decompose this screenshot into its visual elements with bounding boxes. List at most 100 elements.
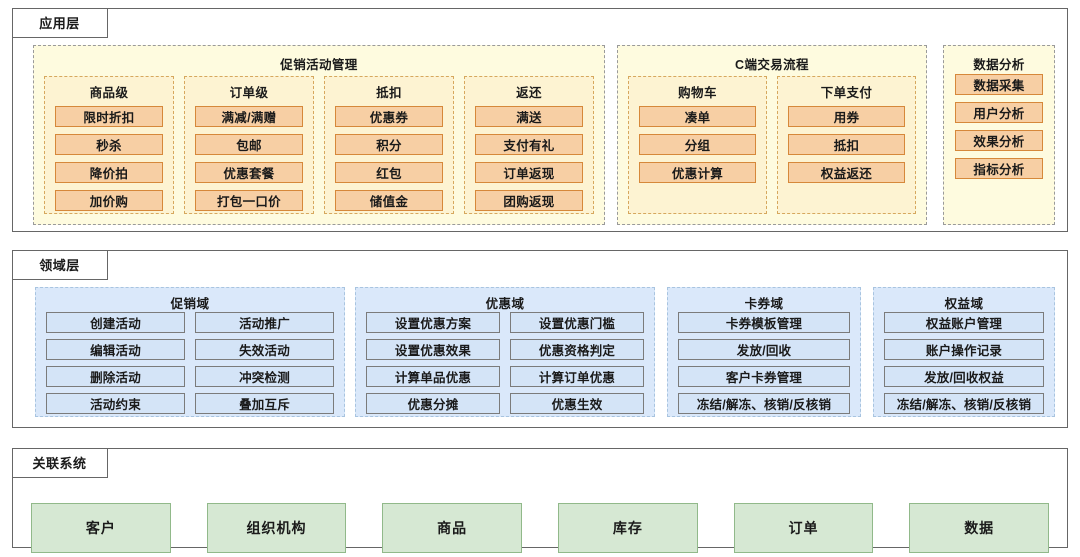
panel-title: 促销域 (170, 297, 210, 311)
related-system-chip[interactable]: 库存 (558, 503, 698, 553)
capability-chip[interactable]: 创建活动 (46, 312, 185, 333)
related-system-chip[interactable]: 数据 (909, 503, 1050, 553)
capability-chip[interactable]: 设置优惠效果 (366, 339, 500, 360)
capability-column: 权益账户管理 账户操作记录 发放/回收权益 冻结/解冻、核销/反核销 (884, 312, 1044, 414)
capability-column: 活动推广 失效活动 冲突检测 叠加互斥 (195, 312, 334, 414)
panel-promotion-domain: 促销域 创建活动 编辑活动 删除活动 活动约束 活动推广 失效活动 冲突检测 叠… (35, 287, 345, 417)
feature-chip[interactable]: 加价购 (55, 190, 163, 211)
panel-benefit-domain: 权益域 权益账户管理 账户操作记录 发放/回收权益 冻结/解冻、核销/反核销 (873, 287, 1055, 417)
panel-consumer-transaction-flow: C端交易流程 购物车 凑单 分组 优惠计算 下单支付 用券 抵扣 权益返还 (617, 45, 927, 225)
subgroup-rebate: 返还 满送 支付有礼 订单返现 团购返现 (464, 76, 594, 214)
capability-chip[interactable]: 计算单品优惠 (366, 366, 500, 387)
subgroup-product-level: 商品级 限时折扣 秒杀 降价拍 加价购 (44, 76, 174, 214)
panel-title: 优惠域 (485, 297, 525, 311)
capability-column: 卡券模板管理 发放/回收 客户卡券管理 冻结/解冻、核销/反核销 (678, 312, 850, 414)
panel-groups: 商品级 限时折扣 秒杀 降价拍 加价购 订单级 满减/满赠 包邮 优惠套餐 打包… (34, 76, 604, 224)
layer-application: 应用层 促销活动管理 商品级 限时折扣 秒杀 降价拍 加价购 订单级 满减/满赠 (11, 7, 1068, 232)
subgroup-title: 购物车 (678, 86, 717, 100)
panel-capabilities: 创建活动 编辑活动 删除活动 活动约束 活动推广 失效活动 冲突检测 叠加互斥 (36, 312, 344, 416)
feature-chip[interactable]: 团购返现 (475, 190, 583, 211)
panel-data-analysis: 数据分析 数据采集 用户分析 效果分析 指标分析 (943, 45, 1055, 225)
feature-chip[interactable]: 积分 (335, 134, 443, 155)
feature-chip[interactable]: 优惠套餐 (195, 162, 303, 183)
capability-column: 设置优惠方案 设置优惠效果 计算单品优惠 优惠分摊 (366, 312, 500, 414)
feature-chip[interactable]: 用券 (788, 106, 905, 127)
capability-chip[interactable]: 叠加互斥 (195, 393, 334, 414)
feature-chip[interactable]: 秒杀 (55, 134, 163, 155)
capability-chip[interactable]: 设置优惠门槛 (510, 312, 644, 333)
capability-chip[interactable]: 优惠生效 (510, 393, 644, 414)
capability-chip[interactable]: 发放/回收权益 (884, 366, 1044, 387)
capability-chip[interactable]: 冻结/解冻、核销/反核销 (678, 393, 850, 414)
capability-chip[interactable]: 优惠资格判定 (510, 339, 644, 360)
feature-chip[interactable]: 分组 (639, 134, 756, 155)
capability-chip[interactable]: 账户操作记录 (884, 339, 1044, 360)
capability-chip[interactable]: 活动推广 (195, 312, 334, 333)
panel-items: 数据采集 用户分析 效果分析 指标分析 (944, 74, 1054, 224)
related-system-chip[interactable]: 订单 (733, 503, 874, 553)
feature-chip[interactable]: 包邮 (195, 134, 303, 155)
feature-chip[interactable]: 优惠券 (335, 106, 443, 127)
capability-chip[interactable]: 失效活动 (195, 339, 334, 360)
feature-chip[interactable]: 优惠计算 (639, 162, 756, 183)
feature-chip[interactable]: 效果分析 (955, 130, 1043, 151)
capability-chip[interactable]: 设置优惠方案 (366, 312, 500, 333)
panel-title: 数据分析 (973, 58, 1025, 72)
feature-chip[interactable]: 指标分析 (955, 158, 1043, 179)
capability-chip[interactable]: 客户卡券管理 (678, 366, 850, 387)
capability-chip[interactable]: 计算订单优惠 (510, 366, 644, 387)
panel-discount-domain: 优惠域 设置优惠方案 设置优惠效果 计算单品优惠 优惠分摊 设置优惠门槛 优惠资… (355, 287, 655, 417)
panel-capabilities: 卡券模板管理 发放/回收 客户卡券管理 冻结/解冻、核销/反核销 (668, 312, 860, 416)
panel-card-coupon-domain: 卡券域 卡券模板管理 发放/回收 客户卡券管理 冻结/解冻、核销/反核销 (667, 287, 861, 417)
feature-chip[interactable]: 抵扣 (788, 134, 905, 155)
feature-chip[interactable]: 降价拍 (55, 162, 163, 183)
subgroup-title: 下单支付 (820, 86, 873, 100)
capability-chip[interactable]: 删除活动 (46, 366, 185, 387)
panel-capabilities: 权益账户管理 账户操作记录 发放/回收权益 冻结/解冻、核销/反核销 (874, 312, 1054, 416)
panel-capabilities: 设置优惠方案 设置优惠效果 计算单品优惠 优惠分摊 设置优惠门槛 优惠资格判定 … (356, 312, 654, 416)
related-system-chip[interactable]: 商品 (382, 503, 523, 553)
layer-application-body: 促销活动管理 商品级 限时折扣 秒杀 降价拍 加价购 订单级 满减/满赠 包邮 … (13, 39, 1067, 231)
panel-title: 促销活动管理 (280, 58, 358, 72)
capability-chip[interactable]: 卡券模板管理 (678, 312, 850, 333)
feature-chip[interactable]: 满减/满赠 (195, 106, 303, 127)
layer-domain-body: 促销域 创建活动 编辑活动 删除活动 活动约束 活动推广 失效活动 冲突检测 叠… (13, 281, 1067, 427)
layer-application-label: 应用层 (11, 7, 108, 38)
feature-chip[interactable]: 限时折扣 (55, 106, 163, 127)
capability-chip[interactable]: 冲突检测 (195, 366, 334, 387)
capability-chip[interactable]: 权益账户管理 (884, 312, 1044, 333)
feature-chip[interactable]: 打包一口价 (195, 190, 303, 211)
capability-chip[interactable]: 活动约束 (46, 393, 185, 414)
capability-chip[interactable]: 冻结/解冻、核销/反核销 (884, 393, 1044, 414)
related-system-chip[interactable]: 组织机构 (206, 503, 347, 553)
capability-chip[interactable]: 优惠分摊 (366, 393, 500, 414)
feature-chip[interactable]: 权益返还 (788, 162, 905, 183)
subgroup-title: 商品级 (89, 86, 129, 100)
feature-chip[interactable]: 订单返现 (475, 162, 583, 183)
feature-chip[interactable]: 支付有礼 (475, 134, 583, 155)
subgroup-order-payment: 下单支付 用券 抵扣 权益返还 (777, 76, 916, 214)
related-system-list: 客户 组织机构 商品 库存 订单 数据 (13, 503, 1067, 553)
subgroup-deduction: 抵扣 优惠券 积分 红包 储值金 (324, 76, 454, 214)
subgroup-title: 订单级 (229, 86, 269, 100)
layer-domain-label: 领域层 (11, 249, 108, 280)
feature-chip[interactable]: 红包 (335, 162, 443, 183)
layer-related-systems-label: 关联系统 (11, 447, 108, 478)
feature-chip[interactable]: 储值金 (335, 190, 443, 211)
related-system-chip[interactable]: 客户 (31, 503, 171, 553)
feature-chip[interactable]: 数据采集 (955, 74, 1043, 95)
feature-chip[interactable]: 满送 (475, 106, 583, 127)
subgroup-title: 抵扣 (376, 86, 402, 100)
feature-chip[interactable]: 凑单 (639, 106, 756, 127)
feature-chip[interactable]: 用户分析 (955, 102, 1043, 123)
panel-title: 权益域 (944, 297, 984, 311)
capability-column: 设置优惠门槛 优惠资格判定 计算订单优惠 优惠生效 (510, 312, 644, 414)
panel-groups: 购物车 凑单 分组 优惠计算 下单支付 用券 抵扣 权益返还 (618, 76, 926, 224)
panel-promotion-management: 促销活动管理 商品级 限时折扣 秒杀 降价拍 加价购 订单级 满减/满赠 包邮 … (33, 45, 605, 225)
layer-related-systems: 关联系统 客户 组织机构 商品 库存 订单 数据 (11, 447, 1068, 553)
subgroup-shopping-cart: 购物车 凑单 分组 优惠计算 (628, 76, 767, 214)
capability-chip[interactable]: 编辑活动 (46, 339, 185, 360)
capability-chip[interactable]: 发放/回收 (678, 339, 850, 360)
panel-title: C端交易流程 (735, 58, 809, 72)
